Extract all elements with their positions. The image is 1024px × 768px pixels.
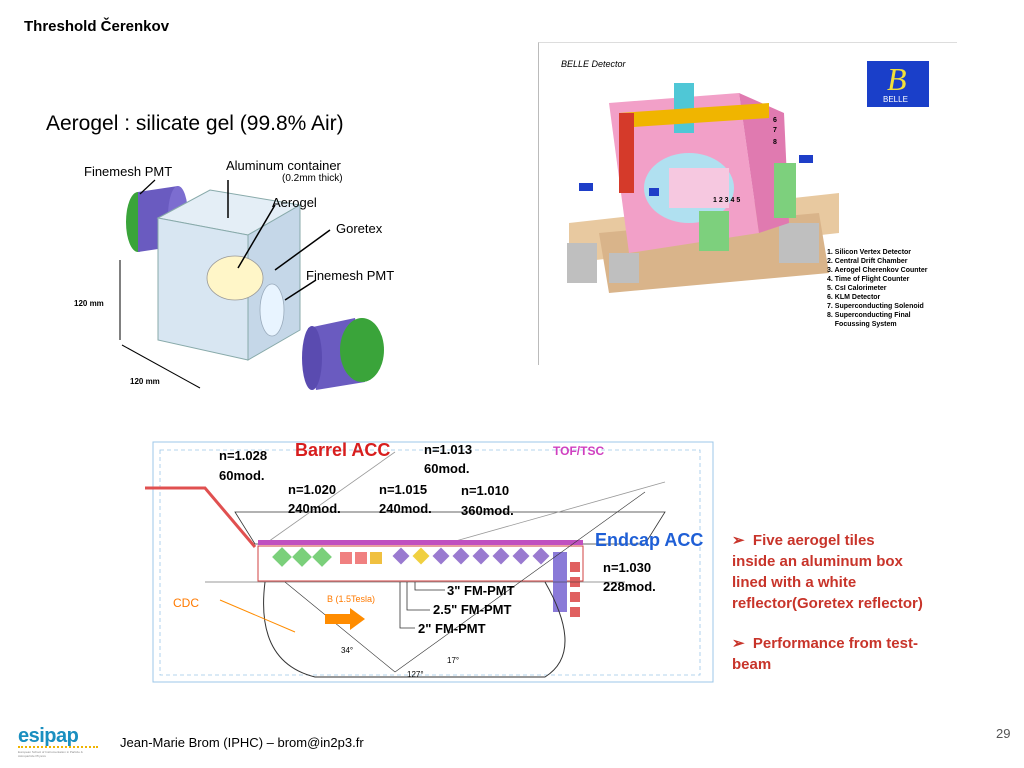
label-m3: 240mod. <box>288 501 341 516</box>
bullet-1: ➢ Five aerogel tiles inside an aluminum … <box>732 530 923 614</box>
callout-7: 7 <box>773 127 777 134</box>
label-m6: 228mod. <box>603 579 656 594</box>
label-goretex: Goretex <box>336 221 383 236</box>
legend-item-8: 8. Superconducting Final <box>827 312 911 319</box>
footer-author: Jean-Marie Brom (IPHC) – brom@in2p3.fr <box>120 735 364 750</box>
label-m5: 360mod. <box>461 503 514 518</box>
callout-8: 8 <box>773 139 777 146</box>
label-pmt-25in: 2.5" FM-PMT <box>433 602 512 617</box>
right-pmt-shape <box>302 318 384 390</box>
esipap-logo-subtext: European School of Instrumentation in Pa… <box>18 750 83 758</box>
slide-title: Threshold Čerenkov <box>24 18 170 35</box>
legend-item-7: 7. Superconducting Solenoid <box>827 303 924 310</box>
bullet-1-line2: inside an aluminum box <box>732 553 903 570</box>
label-endcap-acc: Endcap ACC <box>595 530 704 550</box>
legend-item-2: 2. Central Drift Chamber <box>827 258 908 265</box>
label-pmt-3in: 3" FM-PMT <box>447 583 515 598</box>
label-dim-width: 120 mm <box>130 377 160 386</box>
bullet-1-line4: reflector(Goretex reflector) <box>732 595 923 612</box>
label-n6: n=1.030 <box>603 560 652 575</box>
bullet-2-marker: ➢ <box>732 635 745 652</box>
belle-detector-figure: BELLE Detector B BELLE 6 7 8 1 2 3 4 5 1… <box>538 42 957 365</box>
label-angle-1: 34° <box>341 646 354 655</box>
bullet-1-marker: ➢ <box>732 532 745 549</box>
belle-drawing <box>567 83 839 293</box>
label-finemesh-right: Finemesh PMT <box>306 268 395 283</box>
inner-numbers: 1 2 3 4 5 <box>713 197 741 204</box>
legend-item-3: 3. Aerogel Cherenkov Counter <box>827 267 928 274</box>
belle-logo-word: BELLE <box>883 95 908 104</box>
bullet-1-line3: lined with a white <box>732 574 857 591</box>
label-n2: n=1.013 <box>424 442 473 457</box>
label-tof-tsc: TOF/TSC <box>553 444 605 458</box>
legend-item-6: 6. KLM Detector <box>827 294 881 301</box>
module-drawing <box>119 179 384 390</box>
esipap-logo-text: esipap <box>18 725 79 747</box>
legend-item-4: 4. Time of Flight Counter <box>827 276 910 283</box>
label-barrel-acc: Barrel ACC <box>295 440 391 460</box>
belle-logo: B BELLE <box>867 61 929 107</box>
label-container: Aluminum container <box>226 158 341 173</box>
label-n4: n=1.015 <box>379 482 428 497</box>
legend-item-5: 5. CsI Calorimeter <box>827 285 887 292</box>
esipap-logo: esipap European School of Instrumentatio… <box>18 725 98 758</box>
slide-subtitle: Aerogel : silicate gel (99.8% Air) <box>46 112 344 135</box>
bullet-2: ➢ Performance from test- beam <box>732 633 918 675</box>
label-n3: n=1.020 <box>288 482 337 497</box>
belle-title: BELLE Detector <box>561 59 626 69</box>
label-n5: n=1.010 <box>461 483 510 498</box>
acc-cross-section: n=1.028 60mod. Barrel ACC n=1.013 60mod.… <box>145 432 715 686</box>
esipap-logo-dots <box>18 746 98 748</box>
callout-6: 6 <box>773 117 777 124</box>
bullet-2-line1: Performance from test- <box>752 635 918 652</box>
aerogel-module-diagram: Finemesh PMT Aluminum container (0.2mm t… <box>60 150 440 400</box>
bullet-2-line2: beam <box>732 656 772 673</box>
bullet-1-line1: Five aerogel tiles <box>752 532 875 549</box>
page-number: 29 <box>996 726 1011 741</box>
label-container-note: (0.2mm thick) <box>282 173 343 184</box>
legend-item-8-cont: Focussing System <box>827 321 897 328</box>
label-m2: 60mod. <box>424 461 470 476</box>
aluminum-box-shape <box>156 189 302 361</box>
label-m1: 60mod. <box>219 468 265 483</box>
belle-logo-letter: B <box>887 61 907 97</box>
label-angle-2: 17° <box>447 656 460 665</box>
legend-item-1: 1. Silicon Vertex Detector <box>827 249 912 256</box>
label-finemesh-left: Finemesh PMT <box>84 164 173 179</box>
label-m4: 240mod. <box>379 501 432 516</box>
label-n1: n=1.028 <box>219 448 268 463</box>
label-angle-3: 127° <box>407 670 424 679</box>
acc-drawing <box>145 441 714 683</box>
label-aerogel: Aerogel <box>272 195 317 210</box>
label-pmt-2in: 2" FM-PMT <box>418 621 486 636</box>
label-dim-height: 120 mm <box>74 299 104 308</box>
label-field: B (1.5Tesla) <box>327 594 376 604</box>
label-cdc: CDC <box>173 596 199 610</box>
